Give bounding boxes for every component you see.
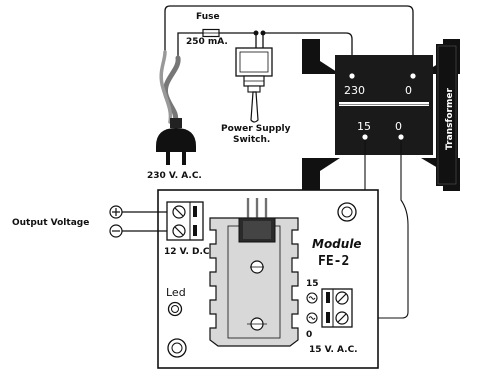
- fuse-label: Fuse: [196, 12, 220, 22]
- mounting-hole-bottom-left: [167, 338, 187, 358]
- heatsink: [209, 217, 299, 347]
- led-icon: [167, 301, 183, 317]
- switch-label-line2: Switch.: [233, 135, 270, 145]
- input-zero-label: 0: [306, 330, 312, 340]
- secondary-tap-label: 15: [357, 120, 371, 133]
- minus-terminal-icon: [109, 224, 123, 238]
- ac-input-symbols: [306, 292, 318, 324]
- mounting-hole-top-right: [337, 202, 357, 222]
- output-voltage-label: Output Voltage: [12, 218, 89, 228]
- primary-zero-label: 0: [405, 84, 412, 97]
- input-tap-label: 15: [306, 279, 319, 289]
- output-terminal-block: [166, 201, 204, 241]
- switch-label-line1: Power Supply: [221, 124, 291, 134]
- secondary-zero-label: 0: [395, 120, 402, 133]
- ac-input-label: 15 V. A.C.: [309, 345, 358, 355]
- module-label-line1: Module: [312, 237, 362, 251]
- transformer: [302, 39, 460, 191]
- voltage-regulator-icon: [238, 198, 276, 243]
- transformer-label: Transformer: [445, 88, 455, 150]
- dc-output-label: 12 V. D.C.: [164, 247, 213, 257]
- module-label-line2: FE-2: [318, 254, 349, 269]
- primary-tap-label: 230: [344, 84, 365, 97]
- fuse: [202, 28, 220, 38]
- input-terminal-block: [321, 288, 353, 328]
- plus-terminal-icon: [109, 205, 123, 219]
- led-label: Led: [166, 286, 186, 299]
- power-switch-icon: [235, 30, 273, 123]
- mains-plug-icon: [156, 118, 196, 165]
- mains-wiring: [164, 5, 414, 76]
- plug-voltage-label: 230 V. A.C.: [147, 171, 202, 181]
- fuse-rating-label: 250 mA.: [186, 37, 228, 47]
